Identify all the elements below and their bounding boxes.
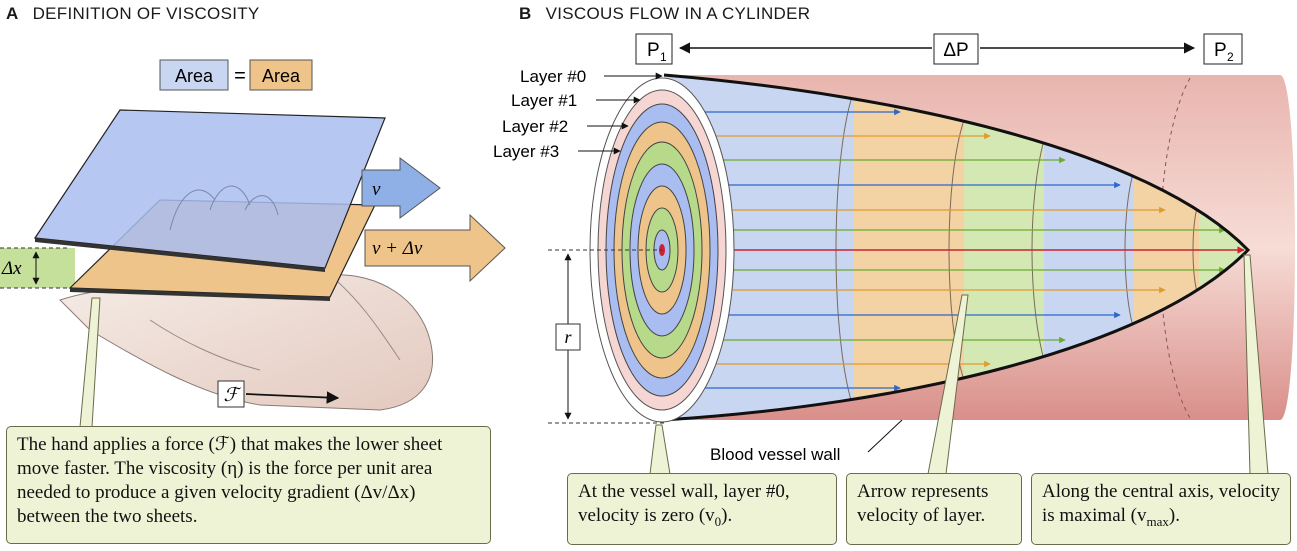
- layer-3-label: Layer #3: [493, 142, 559, 161]
- p2-box: [1203, 33, 1243, 65]
- callout-vessel-wall-text: At the vessel wall, layer #0, velocity i…: [578, 481, 790, 526]
- callout-vessel-wall-sub: 0: [714, 513, 722, 529]
- area-box-orange: [249, 59, 313, 91]
- force-box: [217, 380, 245, 408]
- callout-central-axis-text: Along the central axis, velocity is maxi…: [1042, 481, 1280, 526]
- vessel-wall-label: Blood vessel wall: [710, 445, 840, 464]
- velocity-arrows: [664, 108, 1245, 392]
- delta-x-label: Δx: [1, 258, 22, 279]
- callout-wall-pointer: [649, 424, 671, 475]
- callout-arrow-meaning: Arrow represents velocity of layer.: [846, 473, 1022, 545]
- callout-vessel-wall: At the vessel wall, layer #0, velocity i…: [567, 473, 837, 545]
- vessel-wall-leader: [867, 419, 903, 453]
- velocity-top-arrow: [361, 157, 441, 219]
- parabolic-profile-outline: [663, 73, 1251, 422]
- callout-central-axis: Along the central axis, velocity is maxi…: [1031, 473, 1291, 545]
- velocity-top-label: v: [372, 179, 381, 200]
- callout-central-axis-sub: max: [1146, 513, 1169, 529]
- panel-a: Area = Area v + Δv v Δx ℱ: [0, 59, 506, 428]
- p2-subscript: 2: [1227, 50, 1234, 64]
- area-label-right: Area: [262, 66, 301, 86]
- area-box-blue: [159, 59, 229, 91]
- force-arrow: [245, 391, 340, 404]
- velocity-bottom-arrow: [364, 213, 506, 283]
- p1-label: P: [647, 40, 660, 61]
- callout-viscosity-text: The hand applies a force (ℱ) that makes …: [17, 434, 443, 527]
- delta-p-label: ΔP: [943, 40, 968, 61]
- force-symbol: ℱ: [224, 385, 242, 406]
- p1-box: [635, 33, 673, 65]
- velocity-bottom-label: v + Δv: [372, 238, 423, 259]
- panel-a-letter: A: [6, 4, 19, 23]
- p1-subscript: 1: [660, 50, 667, 64]
- layer-2-label: Layer #2: [502, 117, 568, 136]
- callout-arrow-text: Arrow represents velocity of layer.: [857, 481, 989, 526]
- callout-viscosity-definition: The hand applies a force (ℱ) that makes …: [6, 426, 491, 544]
- layer-1-label: Layer #1: [511, 91, 577, 110]
- panel-b: P 1 ΔP P 2: [493, 33, 1295, 475]
- panel-b-title: B VISCOUS FLOW IN A CYLINDER: [519, 4, 810, 24]
- panel-a-title: A DEFINITION OF VISCOSITY: [6, 4, 260, 24]
- layer-0-label: Layer #0: [520, 67, 586, 86]
- panel-b-title-text: VISCOUS FLOW IN A CYLINDER: [545, 4, 811, 23]
- radius-label: r: [564, 327, 572, 347]
- callout-central-axis-end: ).: [1168, 505, 1180, 526]
- panel-a-title-text: DEFINITION OF VISCOSITY: [32, 4, 260, 23]
- p2-label: P: [1214, 40, 1227, 61]
- radius-box: [555, 323, 581, 351]
- area-label-left: Area: [175, 66, 214, 86]
- panel-b-letter: B: [519, 4, 532, 23]
- delta-p-box: [933, 33, 979, 65]
- equals-sign: =: [234, 65, 246, 87]
- callout-vessel-wall-end: ).: [721, 505, 733, 526]
